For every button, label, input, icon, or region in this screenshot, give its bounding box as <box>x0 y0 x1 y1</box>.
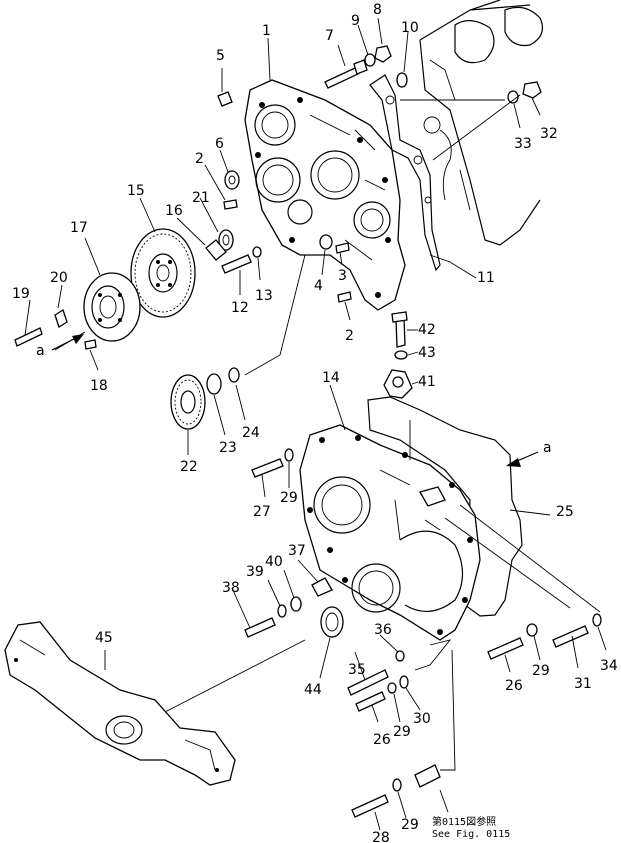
lifting-bracket <box>383 311 413 399</box>
part-number: 6 <box>215 136 224 152</box>
part-number: 12 <box>231 300 249 316</box>
part-number: 23 <box>219 440 237 456</box>
part-number: 25 <box>556 504 574 520</box>
arrow-ref-label: a <box>543 440 552 456</box>
part-number: 5 <box>216 48 225 64</box>
reference-arrow-right: a <box>506 440 552 467</box>
part-number: 1 <box>262 23 271 39</box>
part-number: 9 <box>351 13 360 29</box>
part-number: 8 <box>373 2 382 18</box>
part-number: 2 <box>345 328 354 344</box>
gear-case-plate <box>244 79 406 311</box>
front-gasket <box>369 74 441 272</box>
lower-gear <box>170 367 240 430</box>
part-number: 30 <box>413 711 431 727</box>
part-number: 29 <box>393 724 411 740</box>
figure-ref-en: See Fig. 0115 <box>432 829 510 840</box>
idler-gear <box>130 228 196 318</box>
part-number: 26 <box>373 732 391 748</box>
part-number: 29 <box>532 663 550 679</box>
reference-arrow-left: a <box>36 334 84 359</box>
part-number: 45 <box>95 630 113 646</box>
part-number: 17 <box>70 220 88 236</box>
part-number: 19 <box>12 286 30 302</box>
part-number: 40 <box>265 554 283 570</box>
part-number: 20 <box>50 270 68 286</box>
part-number: 3 <box>338 268 347 284</box>
engine-block <box>419 0 543 246</box>
part-number: 11 <box>477 270 495 286</box>
part-number: 22 <box>180 459 198 475</box>
part-number: 21 <box>192 190 210 206</box>
figure-reference-note: 第0115図参照 See Fig. 0115 <box>432 815 510 840</box>
part-number: 43 <box>418 345 436 361</box>
small-parts-bottom <box>244 448 602 818</box>
oil-pan-support <box>4 621 236 786</box>
small-parts-top <box>205 45 542 303</box>
part-number: 4 <box>314 278 323 294</box>
part-number: 32 <box>540 126 558 142</box>
part-number: 33 <box>514 136 532 152</box>
part-number: 34 <box>600 658 618 674</box>
part-number: 35 <box>348 662 366 678</box>
part-number: 27 <box>253 504 271 520</box>
part-number: 29 <box>280 490 298 506</box>
part-number: 24 <box>242 425 260 441</box>
arrow-ref-label: a <box>36 343 45 359</box>
part-number: 26 <box>505 678 523 694</box>
part-number: 41 <box>418 374 436 390</box>
part-number: 39 <box>246 564 264 580</box>
part-number: 37 <box>288 543 306 559</box>
part-number: 28 <box>372 830 390 843</box>
part-number: 2 <box>195 151 204 167</box>
part-number: 29 <box>401 817 419 833</box>
part-number: 16 <box>165 203 183 219</box>
part-number: 10 <box>401 20 419 36</box>
part-number: 36 <box>374 622 392 638</box>
part-number: 18 <box>90 378 108 394</box>
part-number: 31 <box>574 676 592 692</box>
part-number: 42 <box>418 322 436 338</box>
front-cover <box>299 396 523 641</box>
part-number: 14 <box>322 370 340 386</box>
part-labels: 1 2 2 3 4 5 6 7 8 9 10 11 12 13 14 15 16… <box>12 2 618 843</box>
part-number: 13 <box>255 288 273 304</box>
part-number: 15 <box>127 183 145 199</box>
part-number: 7 <box>325 28 334 44</box>
part-number: 38 <box>222 580 240 596</box>
figure-ref-jp: 第0115図参照 <box>432 815 496 828</box>
crank-gear <box>14 272 141 350</box>
part-number: 44 <box>304 682 322 698</box>
